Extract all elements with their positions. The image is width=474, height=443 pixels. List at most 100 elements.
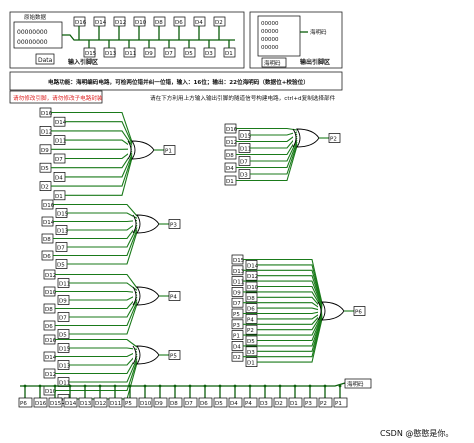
bus-pin-21-p1-label: P1 — [335, 401, 342, 407]
group-input-d12-label: D12 — [41, 129, 52, 135]
group-wire — [69, 347, 138, 350]
bus-pin-19-p3[interactable] — [303, 397, 318, 408]
group-input-d9-label: D9 — [41, 148, 49, 154]
group-wire — [55, 301, 138, 327]
group-wire — [67, 222, 138, 231]
group-wire — [236, 145, 298, 182]
bus-pin-0-p6[interactable] — [18, 397, 33, 408]
bus-pin-11-d7[interactable] — [183, 397, 198, 408]
input-area-title: 输入引脚区 — [68, 58, 98, 66]
bus-pin-18-d1[interactable] — [288, 397, 303, 408]
group-wire — [67, 212, 138, 219]
group-wire — [250, 143, 298, 175]
data-tunnel[interactable] — [35, 53, 55, 65]
bus-pin-16-d3[interactable] — [258, 397, 273, 408]
bus-pin-3-d14[interactable] — [63, 397, 78, 408]
bus-pin-17-d2[interactable] — [273, 397, 288, 408]
group-input-d12-label: D12 — [247, 274, 258, 280]
input-pin-d15-label: D15 — [85, 51, 97, 57]
parity-output-p4[interactable] — [168, 291, 181, 301]
bus-pin-9-d9[interactable] — [153, 397, 168, 408]
parity-output-p3[interactable] — [168, 219, 181, 229]
group-wire — [243, 269, 323, 305]
bus-pin-13-d5[interactable] — [213, 397, 228, 408]
parity-output-p1[interactable] — [163, 145, 176, 155]
hamming-label: 海明码 — [310, 28, 327, 36]
group-wire — [69, 299, 138, 318]
group-input-d2-label: D2 — [233, 355, 241, 361]
bus-pin-20-p2-label: P2 — [320, 401, 327, 407]
group-input-d3-label: D3 — [247, 350, 255, 356]
xor-gate[interactable] — [136, 214, 160, 234]
bus-pin-14-d4[interactable] — [228, 397, 243, 408]
bus-pin-12-d6[interactable] — [198, 397, 213, 408]
group-wire — [69, 294, 138, 301]
group-input-d16-label: D16 — [43, 203, 55, 209]
xor-gate[interactable] — [136, 345, 160, 365]
group-wire — [250, 131, 298, 136]
input-pin-d8-label: D8 — [155, 20, 163, 26]
group-wire — [243, 314, 323, 336]
bus-pin-5-d12[interactable] — [93, 397, 108, 408]
parity-output-p2[interactable] — [328, 133, 341, 143]
hint-text: 请在下方利用上方输入输出引脚的隧道信号构建电路，ctrl+d复制选择部件 — [150, 94, 336, 102]
bus-pin-15-p4[interactable] — [243, 397, 258, 408]
input-pin-d6-label: D6 — [175, 20, 183, 26]
bus-pin-14-d4-label: D4 — [230, 401, 238, 407]
group-wire — [53, 220, 138, 223]
group-input-d5-label: D5 — [57, 263, 65, 269]
parity-output-p6[interactable] — [353, 306, 366, 316]
hamming-bits-row1: 00000 — [261, 21, 279, 27]
bus-pin-6-d11-label: D11 — [110, 401, 121, 407]
group-wire — [236, 127, 298, 131]
xor-gate-curve — [132, 214, 137, 234]
xor-gate-curve — [292, 128, 297, 148]
bus-pin-2-d15[interactable] — [48, 397, 63, 408]
group-wire — [250, 139, 298, 162]
bus-pin-1-d16[interactable] — [33, 397, 48, 408]
group-wire — [51, 156, 133, 187]
group-wire — [257, 318, 323, 363]
hamming-output[interactable] — [257, 15, 301, 57]
group-wire — [51, 130, 133, 146]
input-pin-d13-label: D13 — [105, 51, 117, 57]
original-data-input[interactable] — [13, 21, 63, 49]
parity-output-p4-label: P4 — [170, 295, 177, 301]
group-input-d13-label: D13 — [233, 269, 245, 275]
input-pin-d3-label: D3 — [205, 51, 213, 57]
bus-pin-15-p4-label: P4 — [245, 401, 252, 407]
bus-pin-2-d15-label: D15 — [50, 401, 62, 407]
xor-gate[interactable] — [136, 286, 160, 306]
group-wire — [243, 316, 323, 347]
group-input-d11-label: D11 — [240, 147, 251, 153]
parity-output-p5[interactable] — [168, 350, 181, 360]
parity-output-p2-label: P2 — [330, 137, 337, 143]
bus-pin-4-d13[interactable] — [78, 397, 93, 408]
xor-gate[interactable] — [321, 301, 345, 321]
group-wire — [257, 285, 323, 308]
bus-pin-16-d3-label: D3 — [260, 401, 268, 407]
bus-pin-7-p5[interactable] — [123, 397, 138, 408]
bus-pin-20-p2[interactable] — [318, 397, 333, 408]
group-input-d14-label: D14 — [43, 220, 55, 226]
parity-output-p1-label: P1 — [165, 149, 172, 155]
hamming-tunnel[interactable] — [261, 57, 287, 68]
input-pin-d16-label: D16 — [75, 20, 87, 26]
bus-pin-6-d11[interactable] — [108, 397, 123, 408]
bus-pin-8-d10[interactable] — [138, 397, 153, 408]
bus-pin-11-d7-label: D7 — [185, 401, 193, 407]
group-wire — [69, 362, 138, 400]
xor-gate[interactable] — [296, 128, 320, 148]
xor-gate[interactable] — [131, 140, 155, 160]
output-bus-tunnel[interactable] — [344, 378, 372, 389]
group-wire — [236, 141, 298, 169]
bus-pin-21-p1[interactable] — [333, 397, 348, 408]
group-wire — [55, 290, 138, 294]
bus-pin-19-p3-label: P3 — [305, 401, 312, 407]
bus-pin-12-d6-label: D6 — [200, 401, 208, 407]
bus-pin-10-d8[interactable] — [168, 397, 183, 408]
